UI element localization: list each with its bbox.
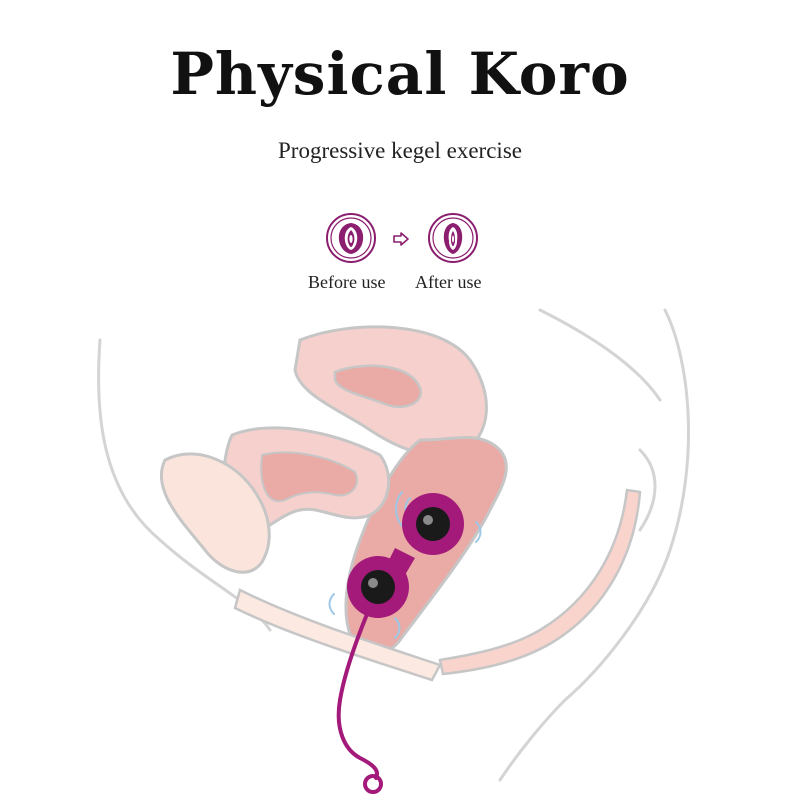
urethra-band (233, 588, 442, 682)
arrow-right-icon (393, 232, 409, 246)
pubic-bone (159, 452, 271, 574)
before-after-comparison: Before use After use (0, 208, 800, 298)
kegel-balls (336, 493, 464, 794)
before-use-label: Before use (308, 272, 386, 292)
before-use-icon (326, 213, 376, 263)
page-subtitle: Progressive kegel exercise (278, 138, 522, 163)
after-use-label: After use (415, 272, 482, 292)
rectum (438, 488, 642, 676)
after-use-icon (428, 213, 478, 263)
page-title: Physical Koro (170, 40, 630, 108)
anatomy-illustration (97, 308, 690, 794)
